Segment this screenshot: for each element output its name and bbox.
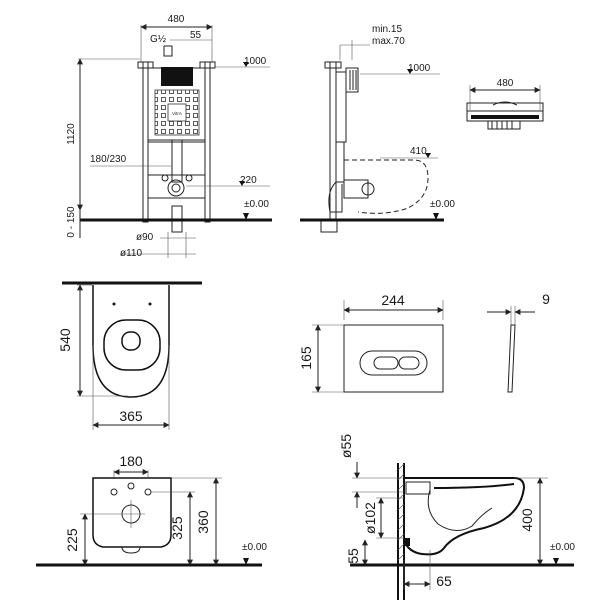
frame-front-view: 480 G½ 55 VitrA 1120 0 - 150 (66, 14, 272, 259)
bowl-depth-label: 540 (57, 328, 73, 352)
zero-label-3: ±0.00 (242, 542, 267, 553)
pipe-height-label: 180/230 (90, 154, 127, 165)
cistern-top-block (161, 67, 193, 86)
inlet-valve-icon (163, 45, 173, 57)
frame-width-label: 480 (168, 14, 185, 25)
level-220-label: 220 (240, 175, 257, 186)
dim-400-label: 400 (519, 508, 535, 532)
min-label: min.15 (372, 24, 402, 35)
plate-depth-label: 9 (542, 291, 550, 307)
bolt-spacing-label: 180 (119, 453, 143, 469)
level-1000-label: 1000 (244, 56, 267, 67)
dim-360-label: 360 (195, 510, 211, 534)
dim-55-label: 55 (345, 548, 361, 564)
dim-225-label: 225 (64, 528, 80, 552)
dia-102-label: ø102 (362, 502, 378, 534)
side-level-1000-label: 1000 (408, 63, 431, 74)
inlet-offset-label: 55 (190, 30, 202, 41)
height-1120-label: 1120 (66, 123, 77, 145)
plate-height-label: 165 (298, 346, 314, 370)
bowl-top-view: 540 365 (57, 281, 202, 430)
frame-side-view: min.15 max.70 1000 410 ±0.00 (300, 24, 455, 233)
flush-plate-side: 9 (487, 291, 550, 393)
adjust-label: 0 - 150 (66, 206, 77, 238)
dia-90-label: ø90 (136, 232, 154, 243)
dim-325-label: 325 (169, 516, 185, 540)
zero-label-4: ±0.00 (550, 542, 575, 553)
plate-width-label: 244 (381, 292, 405, 308)
frame-top-view: 480 (466, 78, 544, 130)
bowl-width-label: 365 (119, 408, 143, 424)
brand-label: VitrA (172, 111, 182, 116)
dia-110-label: ø110 (120, 248, 142, 259)
inlet-label: G½ (150, 34, 167, 45)
bowl-side-view: ø55 ø102 55 400 65 ±0.00 (338, 434, 575, 600)
flush-plate-front: 244 165 (298, 292, 444, 393)
level-410-label: 410 (410, 146, 427, 157)
zero-label-1: ±0.00 (244, 199, 269, 210)
top-width-label: 480 (497, 78, 514, 89)
bowl-front-view: 180 225 325 360 ±0.00 (36, 453, 267, 567)
dim-65-label: 65 (436, 573, 452, 589)
max-label: max.70 (372, 36, 405, 47)
dia-55-label: ø55 (338, 434, 354, 458)
zero-label-2: ±0.00 (430, 199, 455, 210)
